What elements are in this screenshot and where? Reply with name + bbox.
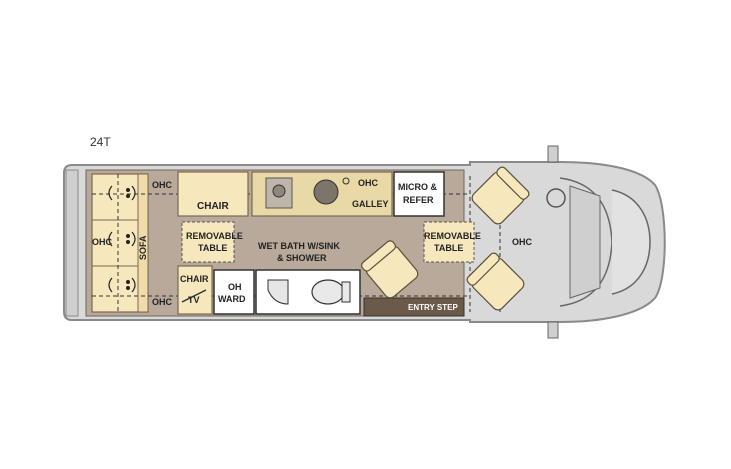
micro-refer-cabinet — [393, 171, 445, 217]
entry-step — [363, 297, 465, 317]
seatbelt-icon — [108, 277, 113, 293]
swivel-seat-rear-passenger — [361, 240, 419, 299]
mirror-left — [547, 145, 559, 163]
toilet-tank-icon — [341, 281, 351, 303]
chair-upper-cabinet — [177, 171, 249, 217]
label-removable-table-left-2: TABLE — [198, 243, 227, 253]
wet-bath — [255, 269, 361, 315]
model-name: 24T — [90, 135, 111, 149]
label-chair-lower: CHAIR — [180, 274, 209, 284]
label-ohc-cab: OHC — [512, 237, 533, 247]
mirror-right — [547, 321, 559, 339]
seatbelt-dots — [126, 188, 130, 290]
dashboard — [569, 185, 601, 299]
tv-icon — [181, 289, 207, 303]
swivel-seat-passenger — [466, 252, 525, 311]
cab — [546, 145, 651, 339]
removable-table-left — [181, 221, 235, 263]
label-sofa: SOFA — [138, 235, 148, 260]
label-removable-table-right-2: TABLE — [434, 243, 463, 253]
label-ohc-rear-top: OHC — [152, 180, 173, 190]
label-galley: GALLEY — [352, 199, 389, 209]
galley — [251, 171, 393, 217]
label-entry-step: ENTRY STEP — [408, 303, 458, 312]
chair-lower-cabinet — [177, 265, 213, 315]
label-removable-table-right-1: REMOVABLE — [424, 231, 481, 241]
sink-drain-icon — [272, 184, 286, 198]
faucet-icon — [342, 177, 350, 185]
seatbelt-icon — [131, 185, 136, 201]
toilet-icon — [311, 279, 345, 305]
sofa-back — [137, 173, 149, 313]
seatbelt-icon — [131, 277, 136, 293]
seatbelt-icons — [108, 185, 136, 293]
label-ohc-rear-mid: OHC — [92, 237, 113, 247]
label-ohc-galley: OHC — [358, 178, 379, 188]
swivel-seat-driver — [471, 166, 530, 225]
bath-sink-icon — [267, 279, 289, 305]
seatbelt-icon — [108, 231, 113, 247]
swivel-seats — [361, 166, 530, 311]
label-chair-upper: CHAIR — [197, 201, 229, 212]
label-oh-ward-1: OH — [228, 282, 242, 292]
rear-sofa-area — [91, 173, 149, 313]
hood — [611, 189, 651, 295]
steering-wheel-icon — [546, 188, 566, 208]
seatbelt-icon — [131, 231, 136, 247]
label-ohc-rear-bottom: OHC — [152, 297, 173, 307]
oh-ward-cabinet — [213, 269, 255, 315]
label-removable-table-left-1: REMOVABLE — [186, 231, 243, 241]
rear-bumper — [65, 169, 79, 317]
label-wet-bath-1: WET BATH W/SINK — [258, 241, 340, 251]
cooktop-icon — [313, 179, 339, 205]
labels: OHC OHC OHC SOFA CHAIR REMOVABLE TABLE C… — [92, 178, 533, 312]
label-oh-ward-2: WARD — [218, 294, 246, 304]
removable-table-right — [423, 221, 475, 263]
label-wet-bath-2: & SHOWER — [277, 253, 327, 263]
label-tv: TV — [188, 295, 200, 305]
seatbelt-icon — [108, 185, 113, 201]
label-micro-refer-1: MICRO & — [398, 182, 437, 192]
label-micro-refer-2: REFER — [403, 195, 434, 205]
